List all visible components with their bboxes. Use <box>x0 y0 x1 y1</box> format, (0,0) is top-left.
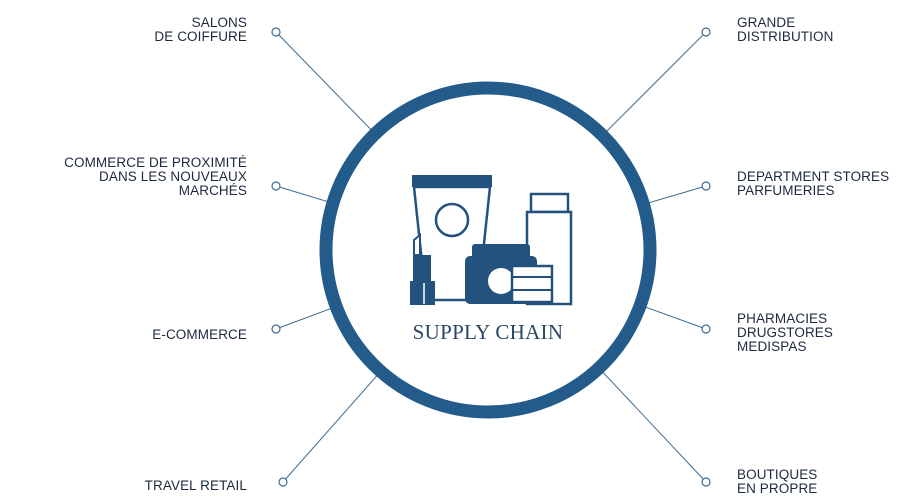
label-line: SALONS <box>191 15 247 30</box>
endpoint-dot-proximite <box>271 181 281 191</box>
cosmetics-products-icon <box>410 175 573 306</box>
endpoint-dot-department <box>701 181 711 191</box>
label-line: PARFUMERIES <box>737 183 835 198</box>
label-travel: TRAVEL RETAIL <box>145 479 247 493</box>
label-line: EN PROPRE <box>737 481 818 496</box>
label-line: DEPARTMENT STORES <box>737 169 890 184</box>
label-grande: GRANDE DISTRIBUTION <box>737 16 833 44</box>
label-line: DISTRIBUTION <box>737 29 834 44</box>
label-line: BOUTIQUES <box>737 467 818 482</box>
label-line: TRAVEL RETAIL <box>144 478 247 493</box>
endpoint-dot-travel <box>278 477 288 487</box>
label-line: MARCHÉS <box>178 183 247 198</box>
label-boutiques: BOUTIQUES EN PROPRE <box>737 468 817 496</box>
label-line: DRUGSTORES <box>737 325 834 340</box>
endpoint-dot-boutiques <box>701 477 711 487</box>
label-ecommerce: E-COMMERCE <box>152 328 247 342</box>
label-line: COMMERCE DE PROXIMITÉ <box>64 155 247 170</box>
label-salons: SALONS DE COIFFURE <box>154 16 247 44</box>
endpoint-dot-salons <box>271 27 281 37</box>
label-proximite: COMMERCE DE PROXIMITÉ DANS LES NOUVEAUX … <box>64 156 247 198</box>
endpoint-dot-grande <box>701 27 711 37</box>
label-line: MEDISPAS <box>737 339 807 354</box>
label-line: GRANDE <box>737 15 796 30</box>
label-line: PHARMACIES <box>737 311 828 326</box>
center-title: SUPPLY CHAIN <box>412 320 564 344</box>
label-line: DE COIFFURE <box>154 29 247 44</box>
endpoint-dot-pharmacies <box>701 324 711 334</box>
endpoint-dot-ecommerce <box>271 324 281 334</box>
label-pharmacies: PHARMACIES DRUGSTORES MEDISPAS <box>737 312 833 354</box>
label-line: E-COMMERCE <box>152 327 247 342</box>
label-line: DANS LES NOUVEAUX <box>99 169 247 184</box>
label-department: DEPARTMENT STORES PARFUMERIES <box>737 170 889 198</box>
